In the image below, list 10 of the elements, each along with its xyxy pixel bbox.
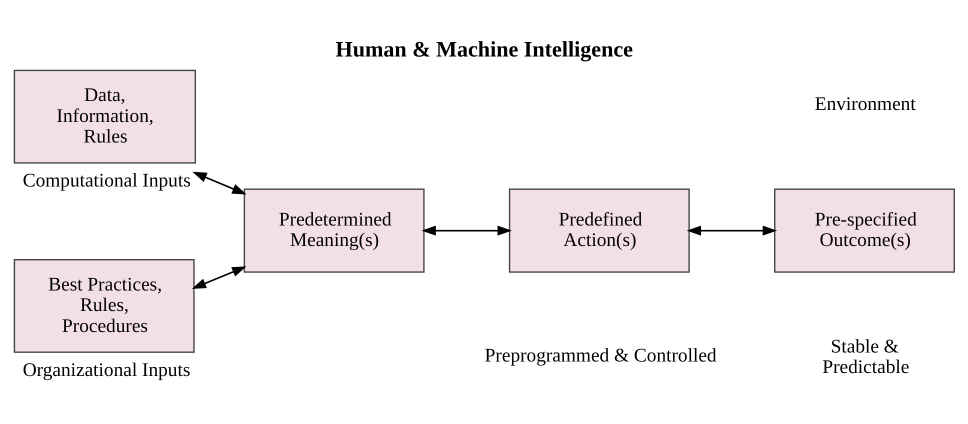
diagram-title: Human & Machine Intelligence (336, 36, 633, 62)
arrow (422, 226, 512, 236)
node-label: Organizational Inputs (22, 360, 190, 381)
arrow (192, 172, 247, 194)
label: Stable & Predictable (822, 336, 910, 378)
arrow (686, 226, 778, 236)
label: Preprogrammed & Controlled (484, 345, 717, 366)
arrow (192, 266, 246, 289)
node-label: Computational Inputs (22, 170, 191, 192)
label: Environment (814, 94, 916, 116)
